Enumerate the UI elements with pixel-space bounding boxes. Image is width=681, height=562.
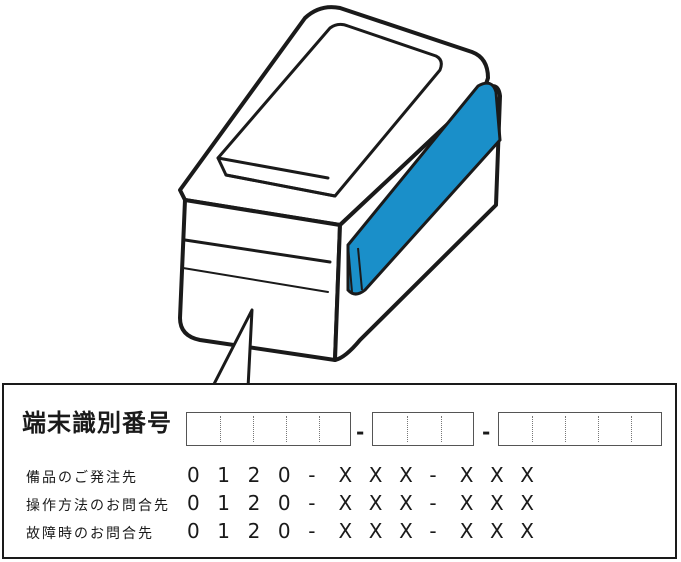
phone-digit: X [520,491,534,515]
phone-digit: X [459,519,474,543]
contact-label: 操作方法のお問合先 [26,498,170,514]
phone-digit: 0 [277,491,291,515]
phone-digit: 2 [247,491,261,515]
phone-digit: X [490,491,504,515]
phone-digit: - [308,491,316,515]
phone-digit: - [308,519,316,543]
device-side-band [346,81,502,296]
phone-digit: 0 [277,463,291,487]
phone-digit: - [429,491,437,515]
phone-digit: 2 [247,463,261,487]
terminal-id-title: 端末識別番号 [22,409,172,437]
phone-digit: X [459,463,474,487]
phone-digit: X [520,463,534,487]
terminal-id-box-3 [498,412,662,446]
phone-digit: X [338,463,353,487]
terminal-id-box-2 [372,412,474,446]
phone-digit: X [368,519,383,543]
callout-pointer [210,308,254,390]
phone-digit: 1 [217,519,231,543]
device-top-lid [216,22,443,198]
phone-digit: 1 [217,463,231,487]
phone-digit: X [399,463,413,487]
phone-digit: 0 [187,463,200,487]
phone-digit: 0 [277,519,291,543]
device-top [178,5,490,227]
phone-digit: 0 [187,491,200,515]
phone-digit: 1 [217,491,231,515]
phone-digit: - [308,463,316,487]
phone-digit: X [368,491,383,515]
phone-digit: 0 [187,519,200,543]
phone-digit: X [368,463,383,487]
phone-digit: X [490,519,504,543]
phone-digit: X [338,519,353,543]
terminal-id-dash-2: - [482,420,491,444]
phone-digit: X [399,491,413,515]
phone-digit: X [459,491,474,515]
contact-label: 故障時のお問合先 [26,526,154,542]
terminal-id-box-1 [186,412,351,446]
phone-digit: 2 [247,519,261,543]
contact-label: 備品のご発注先 [26,470,138,486]
phone-digit: - [429,463,437,487]
phone-digit: X [520,519,534,543]
phone-digit: X [338,491,353,515]
phone-digit: - [429,519,437,543]
phone-digit: X [490,463,504,487]
phone-digit: X [399,519,413,543]
terminal-id-dash-1: - [356,420,365,444]
